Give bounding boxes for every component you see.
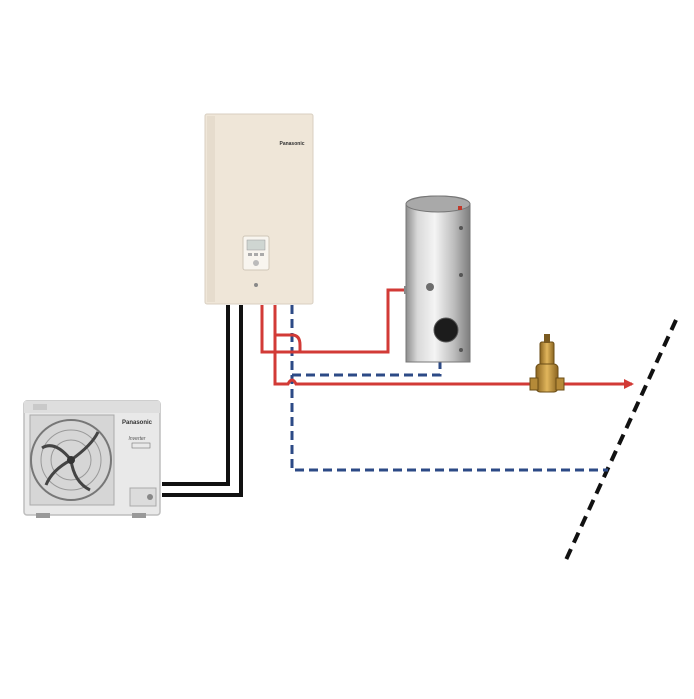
wall-boundary-line bbox=[563, 319, 678, 563]
indoor-unit-brand: Panasonic bbox=[279, 141, 304, 147]
status-led-icon bbox=[254, 283, 258, 287]
brass-valve-icon bbox=[529, 334, 565, 393]
outdoor-unit: Panasonic Inverter bbox=[23, 400, 161, 518]
outdoor-unit-brand: Panasonic bbox=[122, 420, 153, 426]
tank-flange-icon bbox=[433, 317, 459, 343]
hot-water-tank bbox=[404, 195, 471, 363]
inverter-badge: Inverter bbox=[129, 436, 146, 442]
control-panel[interactable] bbox=[242, 235, 270, 271]
supply-lines bbox=[260, 288, 634, 389]
return-lines bbox=[290, 305, 608, 472]
indoor-unit: Panasonic bbox=[204, 113, 314, 305]
refrigerant-lines bbox=[162, 305, 243, 497]
fan-grille-icon bbox=[29, 414, 115, 506]
